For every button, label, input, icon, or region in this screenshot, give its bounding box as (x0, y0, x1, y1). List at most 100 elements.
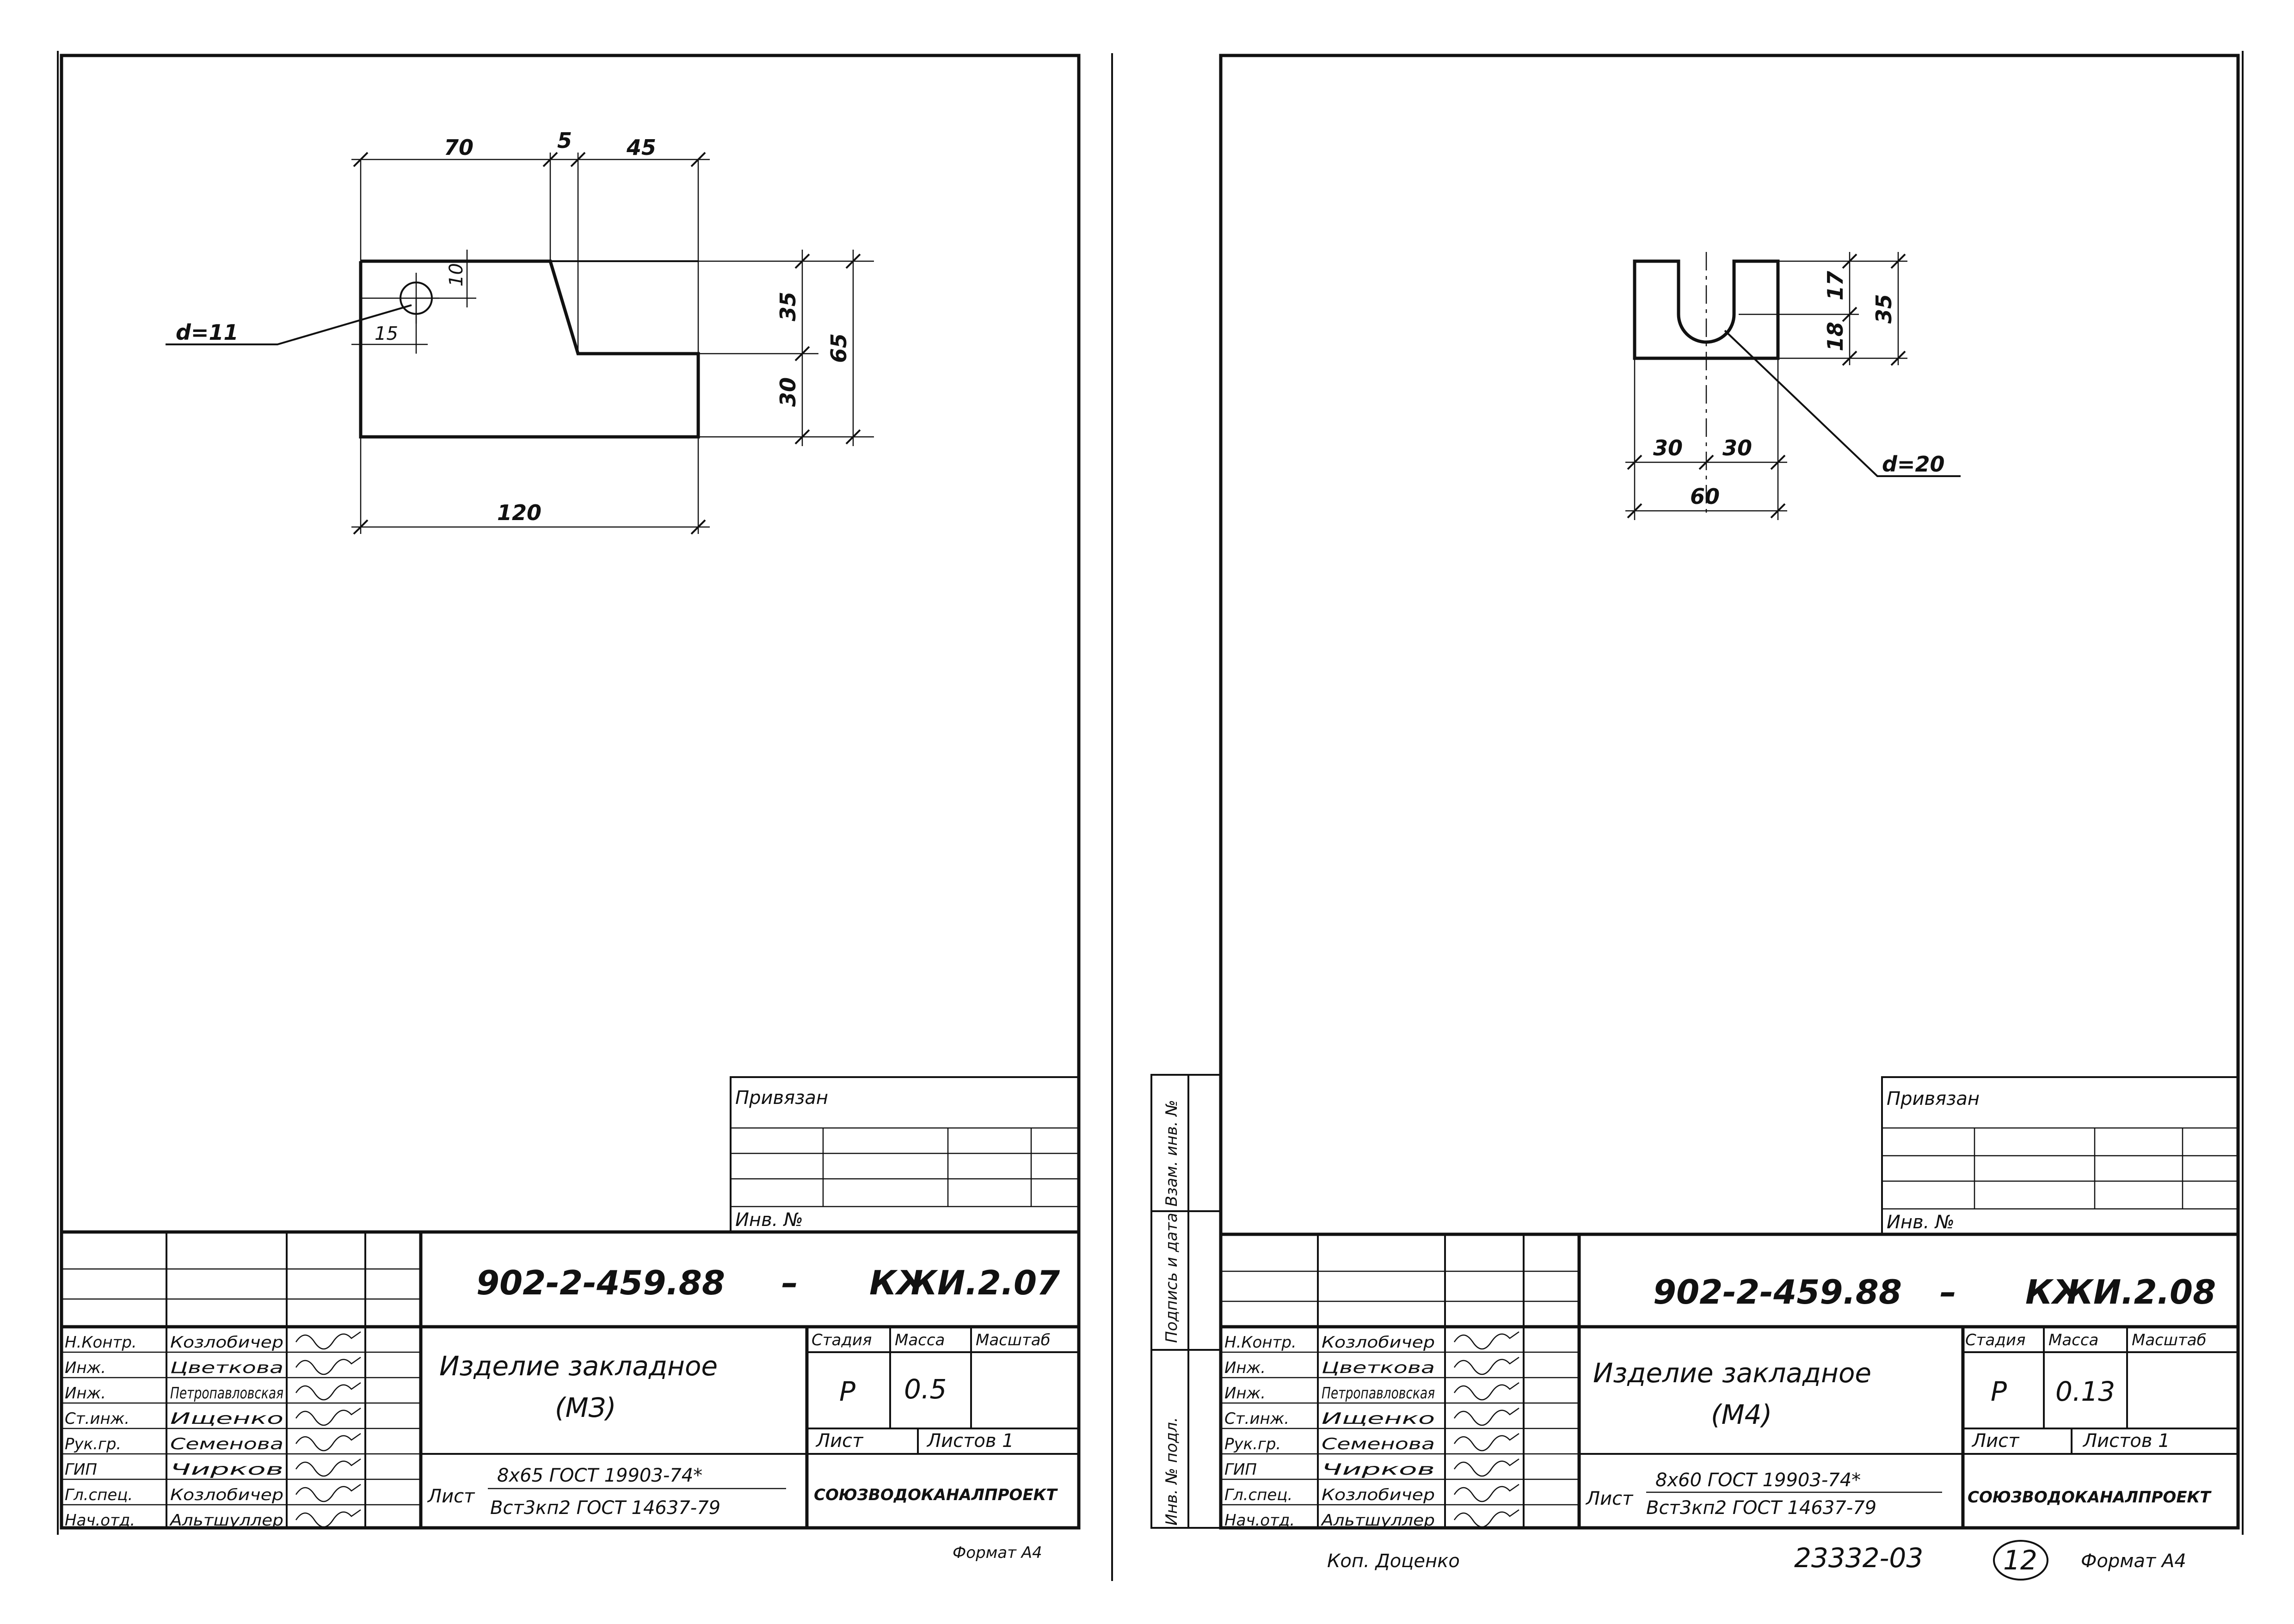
left-dim-bottom: 120 (497, 500, 541, 525)
left-part-drawing: 70 5 45 120 35 30 65 10 15 d=11 (166, 128, 874, 535)
staff-name: Альтшуллер (169, 1511, 283, 1530)
staff-name: Семенова (1322, 1435, 1435, 1453)
right-organization: СОЮЗВОДОКАНАЛПРОЕКТ (1968, 1488, 2212, 1507)
right-title-line2: (М4) (1711, 1399, 1772, 1430)
left-dim-right-total: 65 (826, 333, 851, 363)
right-material-prefix: Лист (1585, 1488, 1634, 1509)
staff-name: Козлобичер (1322, 1333, 1435, 1352)
signature-mark (295, 1382, 361, 1401)
right-format-label: Формат А4 (2081, 1550, 2186, 1572)
left-format-label: Формат А4 (953, 1544, 1042, 1562)
right-privyazan-label: Привязан (1887, 1088, 1980, 1109)
left-dim-right-upper: 35 (775, 292, 800, 321)
staff-role: Рук.гр. (1224, 1435, 1281, 1453)
left-dim-top-mid: 5 (557, 128, 572, 153)
left-dim-hole-diameter: d=11 (176, 320, 238, 345)
left-material-prefix: Лист (427, 1486, 475, 1507)
left-privyazan-label: Привязан (735, 1087, 828, 1109)
right-sheet-label: Лист (1971, 1430, 2020, 1452)
right-side-stamp: Инв. № подл. Подпись и дата Взам. инв. № (1150, 1074, 1222, 1529)
staff-role: Н.Контр. (1224, 1333, 1297, 1352)
right-title-block: 902-2-459.88 – КЖИ.2.08 Изделие закладно… (1219, 1232, 2240, 1530)
right-privyazan-block: Привязан Инв. № (1881, 1076, 2239, 1235)
left-material-line2: Вст3кп2 ГОСТ 14637-79 (490, 1497, 720, 1519)
right-dim-right-lower: 18 (1823, 322, 1848, 351)
staff-name: Чирков (1322, 1460, 1435, 1479)
signature-mark (1453, 1382, 1519, 1401)
staff-name: Ищенко (1322, 1410, 1435, 1428)
signature-mark (295, 1356, 361, 1375)
left-mass-value: 0.5 (904, 1373, 947, 1405)
staff-role: Инж. (1224, 1359, 1266, 1377)
staff-name: Петропавловская (170, 1384, 283, 1403)
right-drawing-dash: – (1940, 1273, 1956, 1311)
left-dim-hole-offset-x: 15 (375, 323, 398, 344)
staff-name: Козлобичер (1322, 1486, 1435, 1504)
right-staff-list: Н.Контр.КозлобичерИнж.ЦветковаИнж.Петроп… (1224, 1331, 1519, 1530)
right-part-drawing: 17 18 35 30 30 60 d=20 (1625, 252, 1961, 520)
staff-name: Ищенко (170, 1410, 283, 1428)
left-title-line1: Изделие закладное (439, 1350, 718, 1382)
right-inv-no-label: Инв. № (1887, 1212, 1955, 1233)
right-dim-right-total: 35 (1871, 294, 1896, 324)
left-drawing-dash: – (781, 1263, 798, 1302)
right-page-number: 12 (2003, 1544, 2037, 1576)
staff-name: Цветкова (170, 1359, 283, 1377)
right-dim-slot-diameter: d=20 (1882, 452, 1944, 477)
right-copy-note: Коп. Доценко (1327, 1550, 1460, 1572)
right-scale-header: Масштаб (2132, 1331, 2207, 1349)
left-privyazan-block: Привязан Инв. № (730, 1076, 1080, 1233)
left-drawing-code: 902-2-459.88 (476, 1263, 725, 1302)
right-stage-header: Стадия (1965, 1331, 2025, 1349)
signature-mark (295, 1433, 361, 1452)
left-material-line1: 8х65 ГОСТ 19903-74* (497, 1465, 702, 1486)
signature-mark (1453, 1407, 1519, 1426)
staff-role: Гл.спец. (65, 1486, 133, 1504)
right-mass-value: 0.13 (2055, 1376, 2115, 1407)
staff-name: Семенова (170, 1435, 283, 1453)
left-title-line2: (МЗ) (555, 1392, 616, 1423)
left-staff-list: Н.Контр.КозлобичерИнж.ЦветковаИнж.Петроп… (65, 1331, 361, 1530)
right-stage-value: Р (1991, 1376, 2007, 1407)
staff-role: Ст.инж. (1224, 1410, 1289, 1428)
right-side-label-vzam: Взам. инв. № (1162, 1100, 1181, 1207)
left-scale-header: Масштаб (976, 1331, 1051, 1349)
staff-name: Цветкова (1322, 1359, 1435, 1377)
right-plate-outline (1633, 259, 1780, 360)
staff-role: Гл.спец. (1224, 1486, 1292, 1504)
staff-name: Козлобичер (170, 1486, 283, 1504)
left-sheet-frame (60, 54, 1081, 1530)
left-sheet: Привязан Инв. № (57, 51, 1081, 1562)
signature-mark (1453, 1509, 1519, 1528)
staff-role: Н.Контр. (65, 1333, 137, 1352)
signature-mark (1453, 1458, 1519, 1477)
staff-name: Чирков (170, 1460, 283, 1479)
left-dim-right-lower: 30 (775, 377, 800, 407)
right-mass-header: Масса (2048, 1331, 2098, 1349)
staff-role: Ст.инж. (65, 1410, 129, 1428)
staff-role: Инж. (65, 1384, 106, 1403)
left-dim-hole-offset-y: 10 (446, 263, 467, 287)
left-mass-header: Масса (895, 1331, 945, 1349)
staff-role: Нач.отд. (1224, 1511, 1295, 1530)
left-stage-value: Р (839, 1376, 855, 1407)
right-drawing-code: 902-2-459.88 (1653, 1273, 1902, 1311)
right-dim-right-upper: 17 (1823, 271, 1848, 300)
left-sheets-label: Листов 1 (926, 1430, 1014, 1452)
right-material-line2: Вст3кп2 ГОСТ 14637-79 (1646, 1497, 1876, 1519)
left-dim-top-right: 45 (626, 135, 656, 160)
right-material-line1: 8х60 ГОСТ 19903-74* (1655, 1470, 1861, 1491)
right-dim-bottom-total: 60 (1690, 484, 1720, 509)
left-plate-outline (359, 259, 700, 439)
staff-role: ГИП (1224, 1460, 1257, 1479)
left-dim-top-left: 70 (444, 135, 474, 160)
right-dim-bottom-left: 30 (1653, 435, 1683, 460)
right-side-label-inv-podl: Инв. № подл. (1162, 1417, 1181, 1526)
right-sheets-label: Листов 1 (2082, 1430, 2170, 1452)
right-dim-bottom-right: 30 (1722, 435, 1752, 460)
signature-mark (295, 1483, 361, 1502)
left-title-block: 902-2-459.88 – КЖИ.2.07 Изделие закладно… (60, 1230, 1081, 1530)
signature-mark (1453, 1356, 1519, 1375)
